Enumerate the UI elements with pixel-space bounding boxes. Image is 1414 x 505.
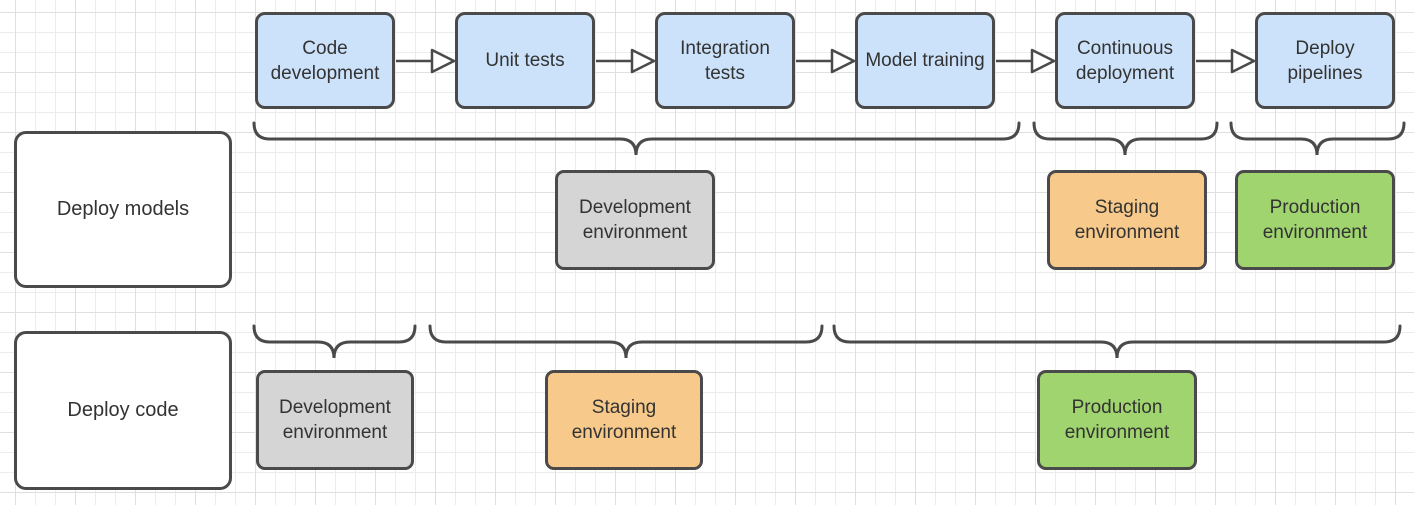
process-node-label: Integration tests: [680, 37, 770, 84]
process-node-label: Unit tests: [485, 50, 565, 71]
process-node-label: Continuous deployment: [1075, 37, 1175, 84]
arrowhead-icon: [630, 48, 656, 74]
brace-models-staging: [1032, 121, 1219, 156]
process-node-label: Code development: [270, 37, 380, 84]
env-box-label: Development environment: [279, 397, 391, 443]
env-box-models-production: Production environment: [1235, 170, 1395, 270]
env-box-code-production: Production environment: [1037, 370, 1197, 470]
process-node-model-training: Model training: [855, 12, 995, 109]
env-box-label: Production environment: [1262, 197, 1368, 243]
brace-code-development: [252, 324, 417, 359]
arrow-integration-tests-to-model-training: [796, 48, 856, 74]
env-box-code-staging: Staging environment: [545, 370, 703, 470]
row-label-text: Deploy models: [56, 198, 190, 220]
env-box-label: Production environment: [1064, 397, 1170, 443]
arrow-continuous-deployment-to-deploy-pipelines: [1196, 48, 1256, 74]
row-label-text: Deploy code: [67, 399, 179, 421]
row-label-deploy-models: Deploy models: [14, 131, 232, 288]
process-node-deploy-pipelines: Deploy pipelines: [1255, 12, 1395, 109]
env-box-label: Staging environment: [571, 397, 677, 443]
arrowhead-icon: [1230, 48, 1256, 74]
process-node-integration-tests: Integration tests: [655, 12, 795, 109]
process-node-continuous-deployment: Continuous deployment: [1055, 12, 1195, 109]
process-node-code-development: Code development: [255, 12, 395, 109]
arrowhead-icon: [830, 48, 856, 74]
env-box-label: Development environment: [579, 197, 691, 243]
arrowhead-icon: [1030, 48, 1056, 74]
process-node-unit-tests: Unit tests: [455, 12, 595, 109]
arrow-unit-tests-to-integration-tests: [596, 48, 656, 74]
row-label-deploy-code: Deploy code: [14, 331, 232, 490]
env-box-models-staging: Staging environment: [1047, 170, 1207, 270]
env-box-label: Staging environment: [1074, 197, 1180, 243]
arrow-model-training-to-continuous-deployment: [996, 48, 1056, 74]
brace-code-staging: [428, 324, 824, 359]
process-node-label: Model training: [865, 50, 985, 71]
brace-models-development: [252, 121, 1021, 156]
brace-models-production: [1229, 121, 1406, 156]
arrow-code-development-to-unit-tests: [396, 48, 456, 74]
env-box-models-development: Development environment: [555, 170, 715, 270]
env-box-code-development: Development environment: [256, 370, 414, 470]
process-node-label: Deploy pipelines: [1287, 37, 1363, 84]
brace-code-production: [832, 324, 1402, 359]
arrowhead-icon: [430, 48, 456, 74]
